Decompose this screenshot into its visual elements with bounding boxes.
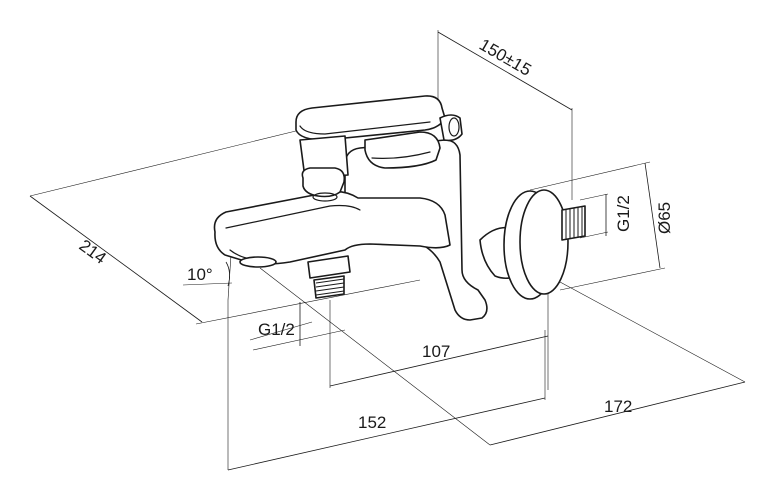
dim-rosette-spacing: 150±15 <box>476 35 535 80</box>
dim-wall-to-outlet: 107 <box>422 342 450 361</box>
dim-spout-reach: 152 <box>358 413 386 432</box>
dim-total-depth: 214 <box>76 236 110 268</box>
dim-body-width: 172 <box>604 397 632 416</box>
faucet-body <box>213 95 586 321</box>
outlet-thread <box>315 278 345 296</box>
dim-spout-angle: 10° <box>187 265 213 284</box>
dimension-lines <box>29 30 746 471</box>
dim-rosette-diameter: Ø65 <box>655 202 674 234</box>
dim-outlet-thread: G1/2 <box>258 320 295 339</box>
wall-thread <box>565 207 583 239</box>
dim-wall-thread: G1/2 <box>614 195 633 232</box>
